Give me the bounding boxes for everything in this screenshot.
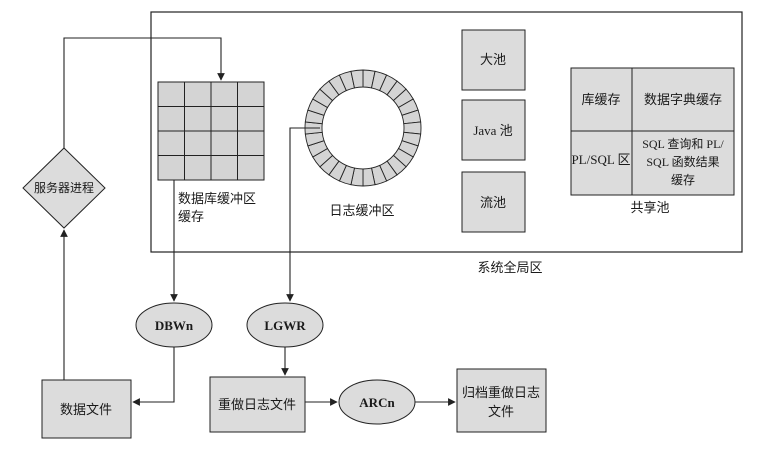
redo-log-files-label: 重做日志文件 — [218, 397, 296, 412]
java-pool-label: Java 池 — [473, 123, 512, 138]
java-pool-box — [461, 99, 526, 161]
library-cache-label: 库缓存 — [581, 92, 620, 107]
streams-pool-label: 流池 — [480, 195, 506, 210]
arrow-server-to-buffer-cache — [63, 37, 225, 148]
buffer-cache-cell — [210, 130, 238, 156]
lgwr-label: LGWR — [264, 318, 306, 333]
sga-boundary — [150, 11, 743, 253]
buffer-cache-cell — [184, 106, 212, 132]
archived-redo-logs-label-line1: 归档重做日志 — [462, 385, 540, 400]
large-pool-label: 大池 — [480, 52, 506, 67]
buffer-cache-cell — [237, 106, 265, 132]
buffer-cache-cell — [237, 81, 265, 107]
arrow-log-buffer-to-lgwr — [286, 127, 320, 302]
result-cache-label-line2: SQL 函数结果 — [646, 154, 719, 169]
archived-redo-logs-label-line2: 文件 — [488, 404, 514, 419]
buffer-cache-cell — [157, 106, 185, 132]
shared-pool-label: 共享池 — [630, 200, 669, 215]
db-buffer-cache-grid — [157, 81, 265, 181]
buffer-cache-cell — [237, 130, 265, 156]
arrow-dbwn-to-datafiles — [132, 347, 175, 406]
redo-log-ring-segment — [350, 69, 364, 89]
buffer-cache-cell — [157, 130, 185, 156]
buffer-cache-cell — [210, 155, 238, 181]
redo-log-buffer-ring — [304, 69, 422, 187]
redo-log-files-box — [209, 376, 306, 433]
buffer-cache-cell — [184, 130, 212, 156]
arcn-label: ARCn — [359, 395, 395, 410]
db-buffer-cache-label-line2: 缓存 — [178, 209, 204, 224]
result-cache-label-line1: SQL 查询和 PL/ — [642, 137, 724, 151]
result-cache-label-line3: 缓存 — [671, 173, 695, 187]
buffer-cache-cell — [210, 106, 238, 132]
data-files-box — [41, 379, 132, 439]
large-pool-box — [461, 29, 526, 91]
redo-log-buffer-label: 日志缓冲区 — [329, 203, 394, 218]
plsql-area-label: PL/SQL 区 — [571, 152, 630, 167]
buffer-cache-cell — [184, 81, 212, 107]
buffer-cache-cell — [184, 155, 212, 181]
sga-label: 系统全局区 — [477, 260, 542, 275]
data-dictionary-cache-label: 数据字典缓存 — [644, 92, 722, 107]
buffer-cache-cell — [210, 81, 238, 107]
server-process-diamond — [22, 147, 106, 229]
dbwn-label: DBWn — [155, 318, 194, 333]
buffer-cache-cell — [157, 155, 185, 181]
db-buffer-cache-label-line1: 数据库缓冲区 — [178, 191, 256, 206]
archived-redo-logs-box — [456, 368, 547, 433]
server-process-label: 服务器进程 — [34, 180, 94, 195]
buffer-cache-cell — [157, 81, 185, 107]
streams-pool-box — [461, 171, 526, 233]
buffer-cache-cell — [237, 155, 265, 181]
data-files-label: 数据文件 — [60, 402, 112, 417]
